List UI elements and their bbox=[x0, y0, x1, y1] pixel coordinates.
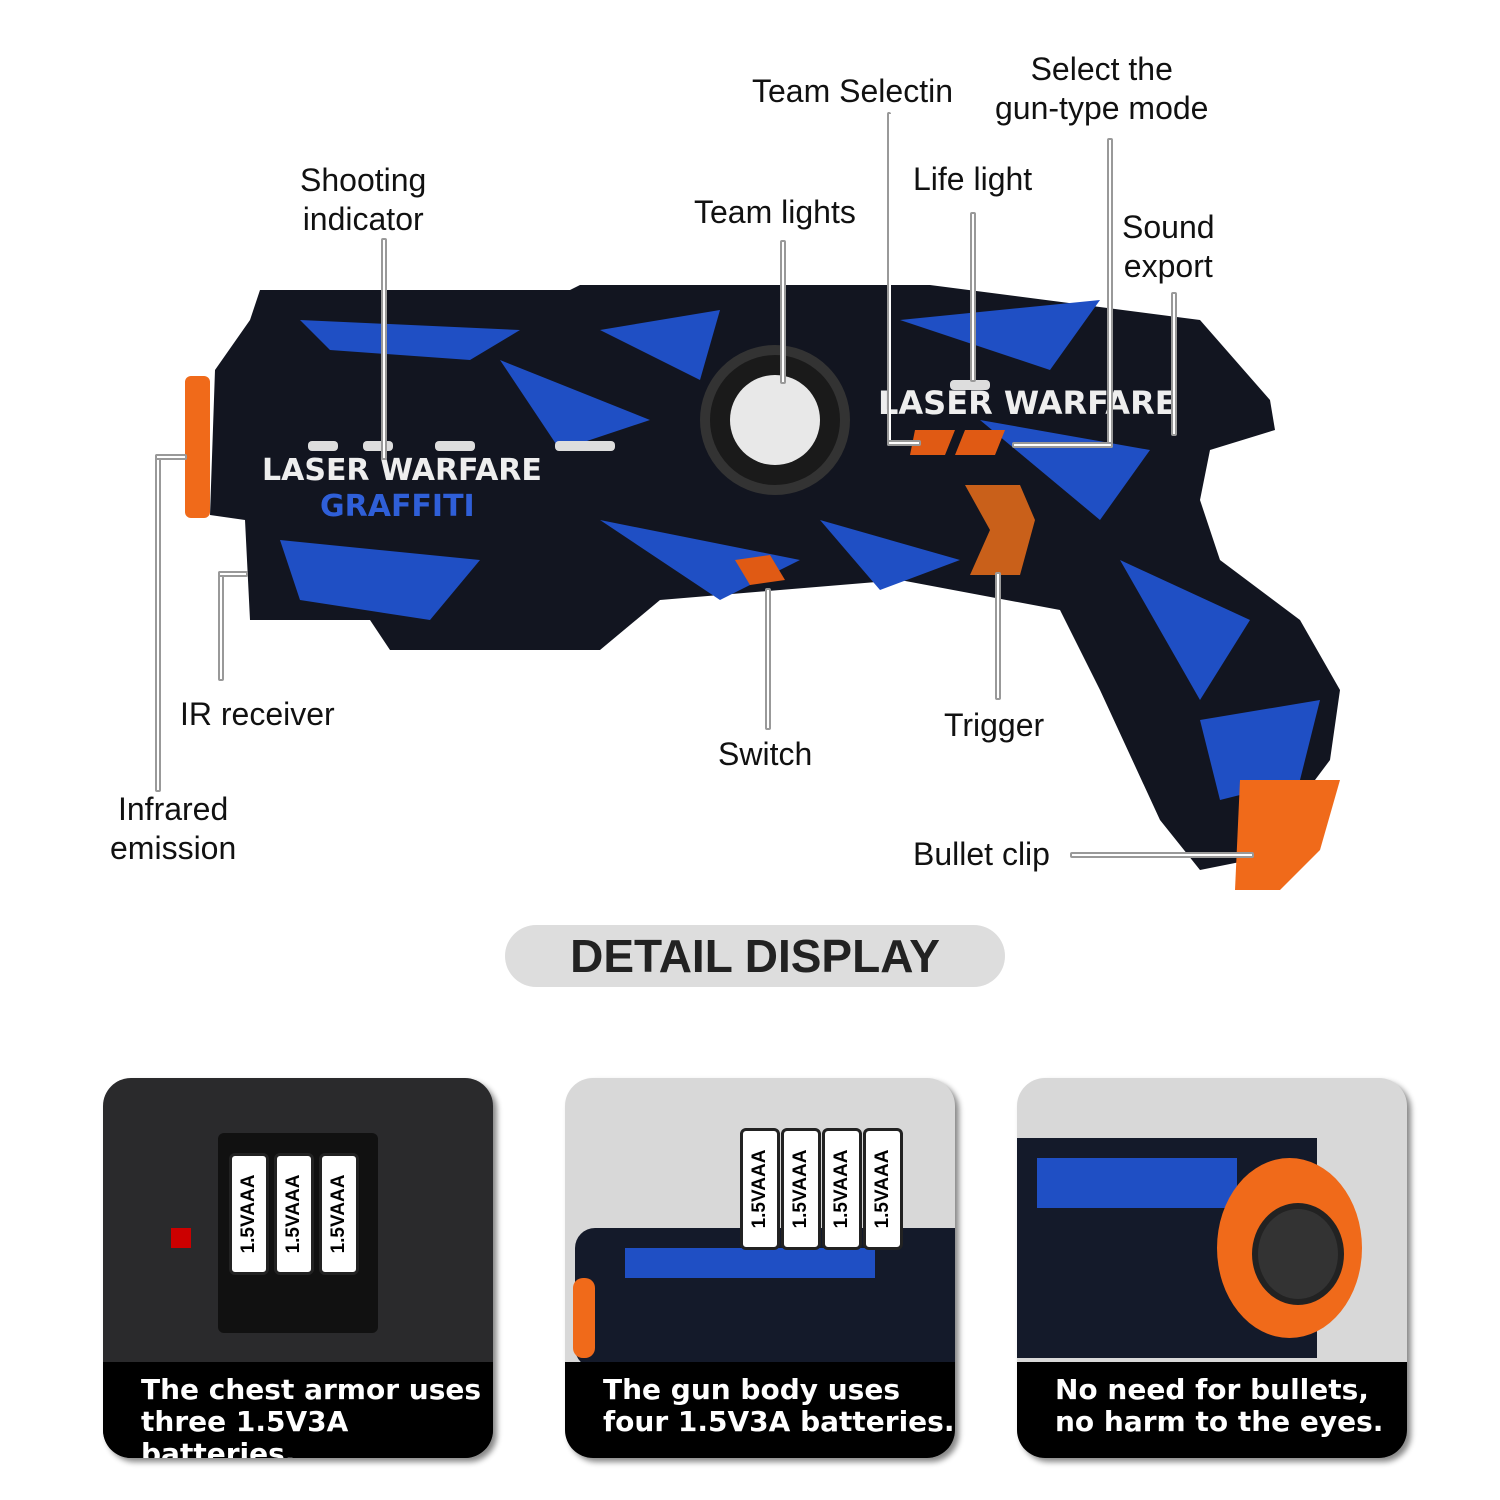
leader-line bbox=[155, 454, 161, 792]
label-ir-receiver: IR receiver bbox=[180, 696, 335, 732]
card-caption: The gun body uses four 1.5V3A batteries. bbox=[565, 1362, 955, 1458]
label-switch: Switch bbox=[718, 736, 813, 772]
laser-gun-image: LASER WARFARE GRAFFITI LASER WARFARE bbox=[185, 285, 1340, 890]
svg-text:LASER WARFARE: LASER WARFARE bbox=[878, 384, 1177, 422]
label-team-selection: Team Selectin bbox=[752, 73, 953, 109]
label-gun-type-mode: Select the gun-type mode bbox=[995, 51, 1209, 126]
card-gun-body: 1.5VAAA 1.5VAAA 1.5VAAA 1.5VAAA The gun … bbox=[565, 1078, 955, 1458]
leader-line bbox=[995, 572, 1001, 700]
battery: 1.5VAAA bbox=[822, 1128, 862, 1250]
gun-brand-text: LASER WARFARE bbox=[262, 453, 542, 488]
label-life-light: Life light bbox=[913, 161, 1033, 197]
label-sound-export: Sound export bbox=[1122, 209, 1215, 284]
label-infrared-emission: Infrared emission bbox=[110, 791, 237, 866]
leader-line bbox=[218, 571, 248, 577]
battery: 1.5VAAA bbox=[781, 1128, 821, 1250]
label-bullet-clip: Bullet clip bbox=[913, 836, 1050, 872]
card-caption: The chest armor uses three 1.5V3A batter… bbox=[103, 1362, 493, 1458]
leader-line bbox=[765, 588, 771, 730]
leader-line bbox=[887, 112, 891, 446]
battery: 1.5VAAA bbox=[319, 1153, 359, 1275]
leader-line bbox=[1107, 138, 1113, 448]
label-shooting-indicator: Shooting indicator bbox=[300, 162, 427, 237]
battery: 1.5VAAA bbox=[863, 1128, 903, 1250]
leader-line bbox=[155, 454, 187, 460]
leader-line bbox=[780, 240, 786, 384]
battery: 1.5VAAA bbox=[229, 1153, 269, 1275]
leader-line bbox=[1012, 442, 1113, 448]
leader-line bbox=[887, 440, 921, 446]
leader-line bbox=[381, 238, 387, 460]
label-team-lights: Team lights bbox=[694, 194, 856, 230]
card-caption: No need for bullets, no harm to the eyes… bbox=[1017, 1362, 1407, 1458]
leader-line bbox=[1171, 292, 1177, 436]
leader-line bbox=[1070, 852, 1254, 858]
label-trigger: Trigger bbox=[944, 707, 1045, 743]
card-no-bullets: No need for bullets, no harm to the eyes… bbox=[1017, 1078, 1407, 1458]
leader-line bbox=[970, 212, 976, 382]
section-title: DETAIL DISPLAY bbox=[505, 925, 1005, 987]
battery: 1.5VAAA bbox=[740, 1128, 780, 1250]
gun-sub-text: GRAFFITI bbox=[320, 489, 475, 524]
card-chest-armor: 1.5VAAA 1.5VAAA 1.5VAAA The chest armor … bbox=[103, 1078, 493, 1458]
leader-line bbox=[218, 571, 224, 681]
battery: 1.5VAAA bbox=[274, 1153, 314, 1275]
